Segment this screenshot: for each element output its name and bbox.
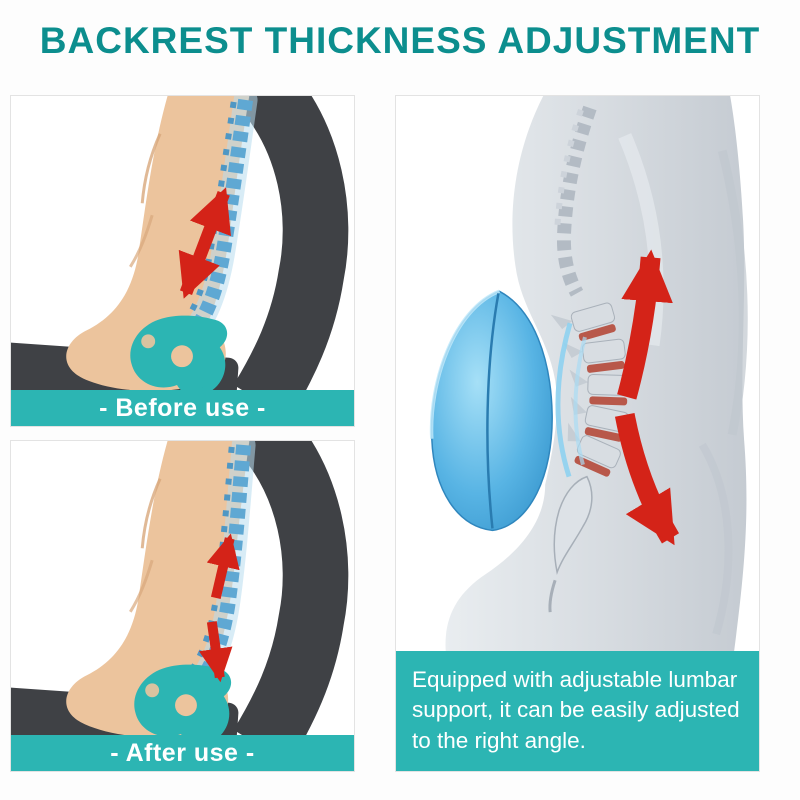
- up-arrow: [617, 249, 673, 400]
- after-use-label: - After use -: [11, 735, 354, 771]
- body-crease: [140, 478, 162, 549]
- after-use-panel: - After use -: [10, 440, 355, 772]
- pelvis-notch: [141, 334, 156, 349]
- pelvis-socket: [175, 694, 197, 717]
- torso-fold: [717, 149, 748, 436]
- sacrum-graphic: [553, 475, 593, 575]
- before-use-panel: - Before use -: [10, 95, 355, 427]
- adjustment-arrows: [614, 249, 680, 546]
- lumbar-support-illustration: [429, 96, 748, 651]
- body-crease: [140, 133, 162, 204]
- chair-graphic: [233, 96, 349, 390]
- torso-fold: [698, 442, 733, 636]
- body-crease: [129, 214, 154, 268]
- spine-down-arrow: [198, 621, 233, 683]
- lumbar-spine-graphic: [548, 302, 631, 613]
- pelvis-notch: [145, 683, 160, 698]
- torso-highlight: [618, 133, 664, 347]
- before-use-illustration: [11, 96, 349, 390]
- spine-motion-arrow: [178, 187, 231, 299]
- body-crease: [129, 559, 154, 613]
- spine-up-arrow: [206, 533, 240, 600]
- chair-graphic: [233, 441, 349, 735]
- after-use-illustration: [11, 441, 349, 735]
- page-title: BACKREST THICKNESS ADJUSTMENT: [39, 20, 761, 61]
- lumbar-pillow-graphic: [429, 289, 553, 532]
- pelvis-socket: [171, 345, 193, 368]
- lumbar-support-panel: Equipped with adjustable lumbar support,…: [395, 95, 760, 772]
- lumbar-caption: Equipped with adjustable lumbar support,…: [396, 651, 759, 771]
- pressure-waves: [555, 322, 587, 478]
- down-arrow: [614, 412, 680, 546]
- before-use-label: - Before use -: [11, 390, 354, 426]
